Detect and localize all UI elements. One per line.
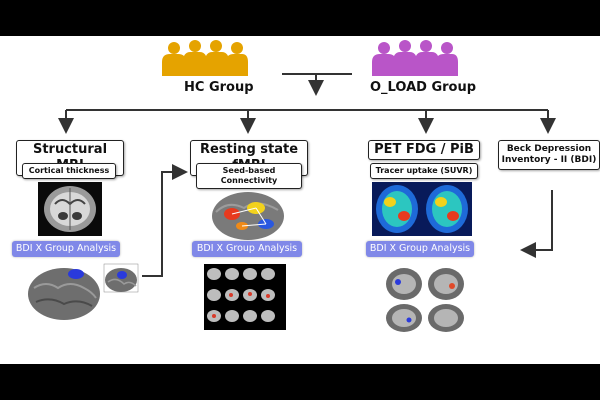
pet-analysis-label: BDI X Group Analysis <box>366 241 474 257</box>
merge-arrow <box>282 73 352 96</box>
distribution-arrows <box>58 109 556 134</box>
diagram-canvas: HC Group O_LOAD Group Structural MRI Cor… <box>0 36 600 364</box>
fmri-slice-grid-image <box>204 264 286 330</box>
pet-title: PET FDG / PiB <box>368 140 480 160</box>
fmri-subtitle: Seed-based Connectivity <box>196 163 302 189</box>
cortical-surface-image <box>26 264 100 324</box>
pet-analysis-image <box>384 266 466 334</box>
letterbox-top <box>0 0 600 36</box>
cortical-surface-inset-image <box>103 263 139 293</box>
letterbox-bottom <box>0 364 600 400</box>
coronal-mri-image <box>38 182 102 236</box>
bdi-label: Beck Depression Inventory - II (BDI) <box>498 140 600 170</box>
diagram-lines <box>26 40 556 334</box>
pet-subtitle: Tracer uptake (SUVR) <box>370 163 478 179</box>
pet-uptake-image <box>372 182 472 236</box>
fmri-analysis-label: BDI X Group Analysis <box>192 241 302 257</box>
structural-mri-subtitle: Cortical thickness <box>22 163 116 179</box>
hc-group-label: HC Group <box>184 80 254 95</box>
hc-people-icon <box>162 40 248 76</box>
oload-group-label: O_LOAD Group <box>370 80 477 95</box>
structural-analysis-label: BDI X Group Analysis <box>12 241 120 257</box>
bdi-to-pet-arrow <box>520 190 553 258</box>
oload-people-icon <box>372 40 458 76</box>
fmri-connectivity-image <box>212 192 284 240</box>
structural-to-fmri-arrow <box>142 164 188 277</box>
